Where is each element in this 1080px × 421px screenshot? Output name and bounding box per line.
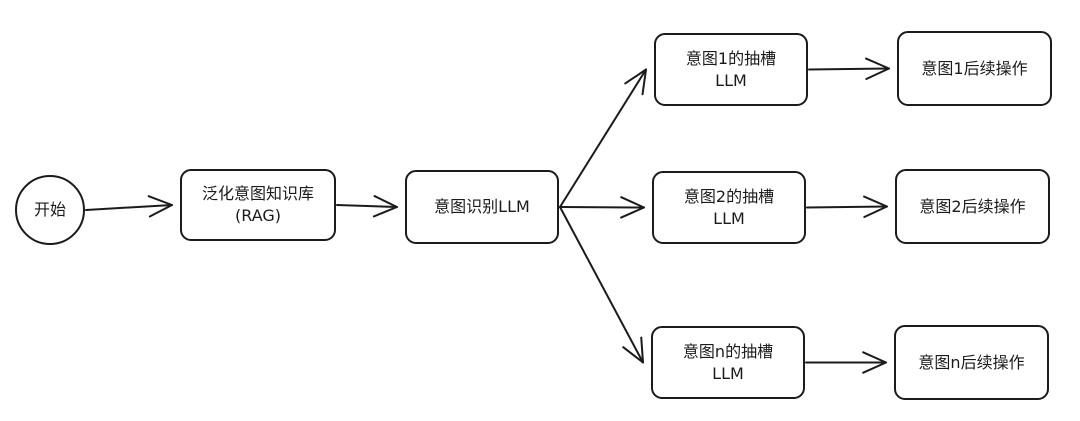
edge-slot2-to-op2 xyxy=(806,195,888,218)
node-op-n: 意图n后续操作 xyxy=(894,325,1049,400)
edge-intent-to-slotn xyxy=(559,206,644,364)
edge-intent-to-slot1 xyxy=(559,68,647,208)
node-op-1-label-0: 意图1后续操作 xyxy=(921,58,1028,78)
node-start-label-0: 开始 xyxy=(33,200,66,219)
node-op-n-label-0: 意图n后续操作 xyxy=(918,352,1025,372)
arrowhead xyxy=(862,351,887,374)
node-slot-2-label-0: 意图2的抽槽 xyxy=(683,186,775,206)
edge-line xyxy=(806,205,888,209)
edge-slotn-to-opn xyxy=(805,351,887,374)
node-slot-2: 意图2的抽槽 LLM xyxy=(652,171,806,244)
node-intent-recognition: 意图识别LLM xyxy=(405,170,559,244)
edge-intent-to-slot2 xyxy=(559,196,645,219)
node-op-2-label-0: 意图2后续操作 xyxy=(919,196,1026,216)
node-slot-n-label-0: 意图n的抽槽 xyxy=(682,341,774,361)
node-slot-1-label-1: LLM xyxy=(715,70,747,90)
node-slot-n-label-1: LLM xyxy=(712,363,744,383)
edge-line xyxy=(808,67,890,71)
arrowhead xyxy=(147,195,173,218)
node-op-2: 意图2后续操作 xyxy=(895,169,1050,244)
node-slot-1: 意图1的抽槽 LLM xyxy=(654,33,808,106)
edge-start-to-rag xyxy=(85,195,173,218)
edge-line xyxy=(336,204,398,208)
arrowhead xyxy=(863,195,888,218)
node-intent-recognition-label-0: 意图识别LLM xyxy=(434,197,530,216)
edge-line xyxy=(559,68,647,208)
edge-line xyxy=(85,204,173,211)
node-rag-label-1: (RAG) xyxy=(234,206,281,225)
node-slot-1-label-0: 意图1的抽槽 xyxy=(685,48,777,68)
edge-rag-to-intent xyxy=(336,195,398,218)
arrowhead xyxy=(624,68,647,96)
node-rag: 泛化意图知识库 (RAG) xyxy=(180,169,336,241)
edge-slot1-to-op1 xyxy=(808,57,890,80)
node-rag-label-0: 泛化意图知识库 xyxy=(201,184,314,203)
arrowhead xyxy=(865,57,890,80)
node-slot-2-label-1: LLM xyxy=(713,208,745,228)
node-start: 开始 xyxy=(15,175,85,245)
edge-line xyxy=(559,206,645,209)
node-op-1: 意图1后续操作 xyxy=(897,31,1052,106)
edge-line xyxy=(559,206,644,364)
arrowhead xyxy=(622,336,644,364)
node-slot-n: 意图n的抽槽 LLM xyxy=(651,326,805,399)
arrowhead xyxy=(372,195,398,218)
arrowhead xyxy=(620,196,645,219)
